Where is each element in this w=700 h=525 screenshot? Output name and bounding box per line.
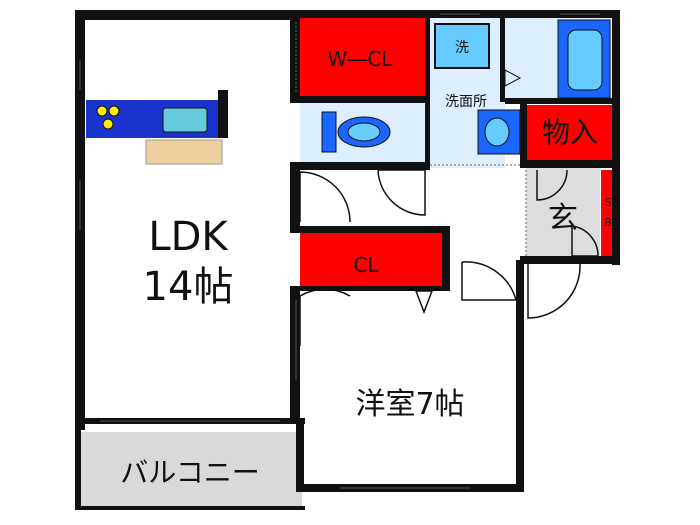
washer-space [434, 23, 490, 69]
shoe-box-label-b: B [604, 216, 612, 229]
ldk-size-label: 14帖 [143, 264, 234, 310]
wash-basin-icon [477, 109, 521, 155]
kitchen-sink-icon [162, 107, 208, 133]
hallway-floor [300, 170, 525, 230]
dotted-lines [295, 22, 527, 256]
ldk-label: LDK [148, 214, 229, 260]
western-room-label: 洋室7帖 [355, 387, 464, 422]
stove-burners-icon [96, 105, 120, 130]
walk-in-closet-label: W―CL [328, 47, 394, 71]
balcony-floor [80, 432, 302, 508]
bath-door-icon [504, 69, 522, 87]
kitchen-island [145, 139, 223, 165]
ldk-floor [84, 20, 291, 420]
storage-label: 物入 [542, 116, 598, 149]
balcony-label: バルコニー [120, 456, 259, 489]
bathtub-icon [557, 19, 611, 99]
storage-block [527, 105, 612, 161]
windows [79, 13, 600, 489]
door-swings [299, 169, 599, 346]
washer-label: 洗 [455, 40, 469, 56]
walk-in-closet-block [300, 18, 425, 96]
washroom-label: 洗面所 [445, 94, 487, 110]
closet-label: CL [353, 253, 379, 277]
closet-block [300, 232, 442, 288]
toilet-icon [321, 111, 391, 153]
entrance-label: 玄 [548, 201, 578, 236]
western-room-floor [300, 290, 520, 485]
entrance-floor [526, 168, 600, 258]
shoe-box-label-s: S [605, 196, 612, 209]
